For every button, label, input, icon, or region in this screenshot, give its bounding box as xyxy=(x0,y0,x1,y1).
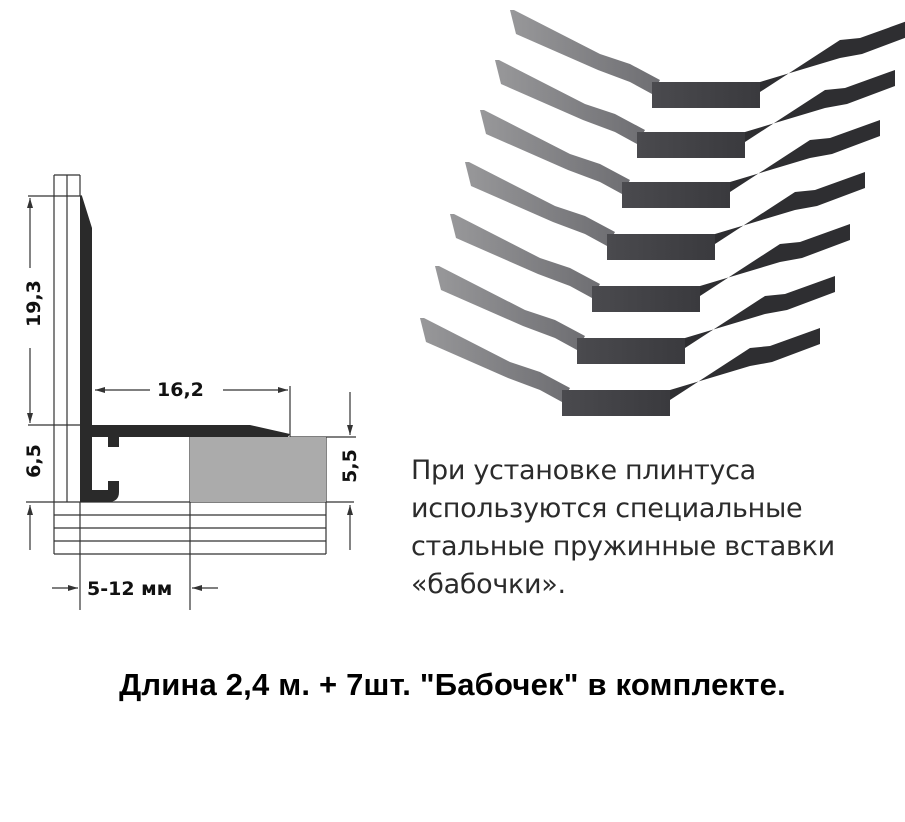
spring-inserts-photo xyxy=(420,10,905,416)
dimension-height-upper: 19,3 xyxy=(23,280,45,327)
package-contents-caption: Длина 2,4 м. + 7шт. "Бабочек" в комплект… xyxy=(119,667,786,702)
dimension-gap-range: 5-12 мм xyxy=(87,578,173,600)
installation-description: При установке плинтуса используются спец… xyxy=(411,452,901,604)
dimension-floor-height: 5,5 xyxy=(339,449,361,483)
profile-cross-section-drawing xyxy=(26,174,356,610)
dimension-lip-width: 16,2 xyxy=(157,379,204,401)
description-line: «бабочки». xyxy=(411,569,566,600)
dimension-height-lower: 6,5 xyxy=(23,444,45,478)
description-line: стальные пружинные вставки xyxy=(411,531,835,562)
floor-covering-block xyxy=(190,437,326,502)
description-line: При установке плинтуса xyxy=(411,455,756,486)
dimension-arrowheads xyxy=(27,198,353,591)
description-line: используются специальные xyxy=(411,493,803,524)
drawing-lines xyxy=(26,174,356,610)
plinth-profile-shape xyxy=(80,196,290,502)
